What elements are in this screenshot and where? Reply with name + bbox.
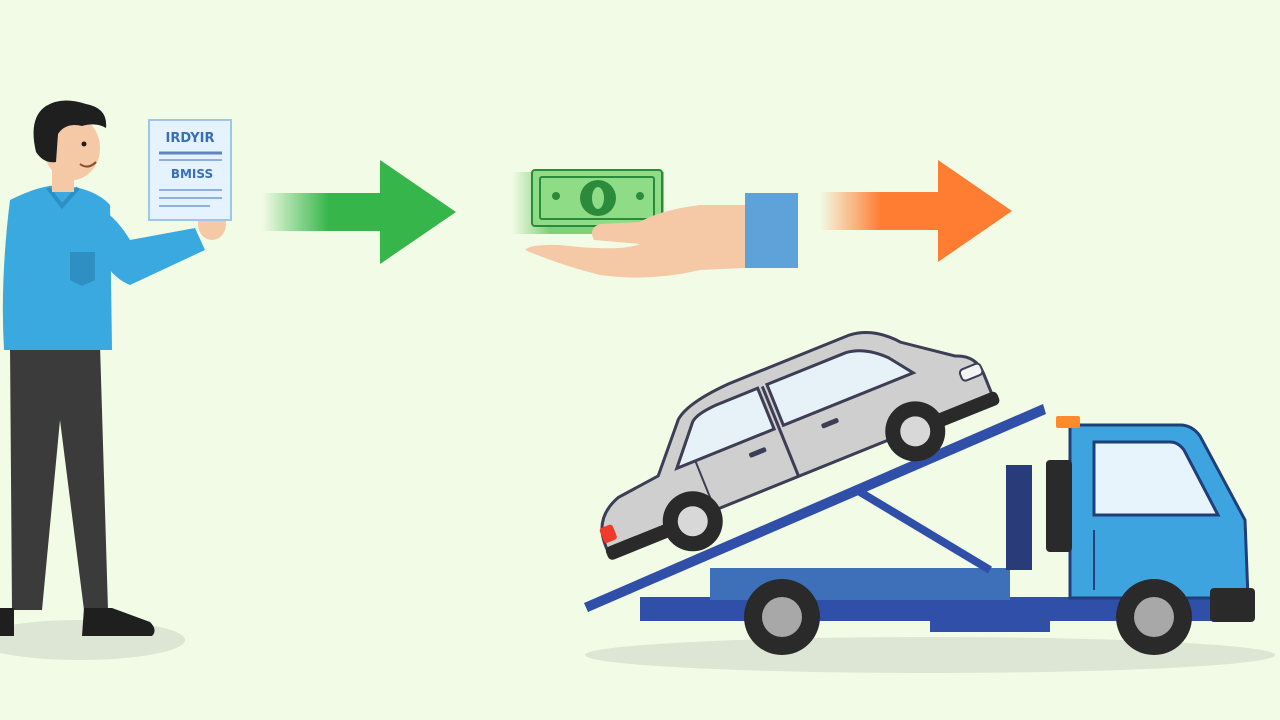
person-pants [10, 345, 108, 610]
banknote-seal-inner [592, 187, 604, 209]
person-mouth [79, 161, 97, 168]
person-shirt [2, 185, 113, 350]
car-icon [599, 331, 1000, 560]
car-front-bumper [932, 391, 1000, 428]
shirt-collar [46, 186, 80, 210]
car-rear-bumper [605, 523, 674, 560]
orange-arrow-head [938, 160, 1012, 262]
truck-rear-hub [762, 597, 802, 637]
green-arrow-shaft [262, 193, 384, 231]
front-bumper [1210, 588, 1255, 622]
orange-arrow-icon [820, 160, 1012, 262]
sleeve-cuff [745, 193, 798, 268]
car-tail-light [599, 524, 617, 543]
person-left-shoe [0, 608, 14, 636]
car-front-window [764, 349, 917, 428]
person-arm [95, 205, 205, 285]
orange-arrow-shaft [820, 192, 942, 230]
shirt-pocket [70, 252, 95, 286]
document-icon: IRDYIR BMISS [148, 119, 232, 221]
banknote-border [539, 176, 655, 220]
banknote-dot [552, 192, 560, 200]
green-arrow-icon [262, 160, 456, 264]
document-line-1: IRDYIR [166, 131, 215, 146]
car-rear-hub [677, 506, 708, 537]
money-in-hand-icon [512, 169, 798, 278]
person-hair [33, 100, 107, 163]
person-icon [0, 100, 226, 636]
truck-front-hub [1134, 597, 1174, 637]
car-headlight [958, 362, 984, 382]
person-right-shoe [82, 608, 155, 636]
car-door-handle [821, 418, 839, 429]
car-door-line [760, 385, 801, 477]
car-door-handle [749, 447, 767, 458]
document-paper [148, 119, 232, 221]
giving-hand [525, 205, 745, 278]
person-eye [81, 141, 87, 147]
cab-back [1046, 460, 1072, 552]
car-rear-window [674, 386, 777, 472]
truck-column [1006, 465, 1032, 570]
green-arrow-head [380, 160, 456, 264]
beacon-light [1056, 416, 1080, 428]
truck-step [930, 620, 1050, 632]
document-line-2: BMISS [171, 167, 213, 181]
car-front-hub [900, 416, 931, 447]
banknote-dot [636, 192, 644, 200]
cab-window [1092, 440, 1221, 517]
ramp-support [857, 488, 993, 574]
